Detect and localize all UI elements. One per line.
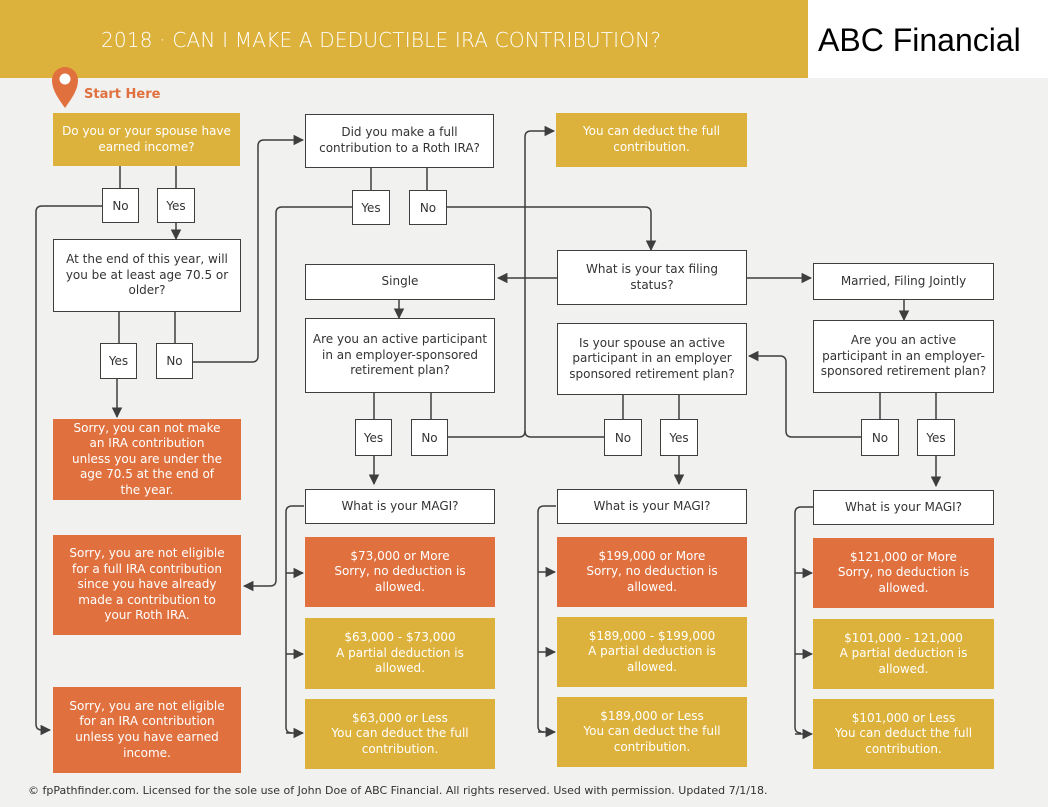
tier-range: $63,000 or Less: [352, 710, 448, 725]
header-bar: [0, 0, 808, 78]
start-label: Start Here: [84, 87, 161, 102]
earned-income-yes: Yes: [157, 188, 195, 223]
tier-range: $101,000 - 121,000: [844, 630, 963, 645]
tier-single-low: $63,000 or Less You can deduct the full …: [305, 699, 495, 769]
tier-text: A partial deduction is allowed.: [336, 645, 464, 676]
magi-question-spouse: What is your MAGI?: [557, 489, 747, 524]
single-option: Single: [305, 264, 495, 300]
brand-name: ABC Financial: [818, 22, 1021, 58]
active-participant-mfj-question: Are you an active participant in an empl…: [813, 320, 994, 393]
tier-mfj-low: $101,000 or Less You can deduct the full…: [813, 699, 994, 769]
tier-text: Sorry, no deduction is allowed.: [837, 565, 970, 595]
start-pin-icon: [52, 67, 78, 108]
tier-text: A partial deduction is allowed.: [588, 644, 716, 674]
age-ineligible-outcome: Sorry, you can not make an IRA contribut…: [53, 419, 241, 500]
tier-single-mid: $63,000 - $73,000 A partial deduction is…: [305, 618, 495, 689]
tier-range: $101,000 or Less: [851, 710, 956, 725]
tier-text: You can deduct the full contribution.: [583, 724, 721, 754]
tier-mfj-high: $121,000 or More Sorry, no deduction is …: [813, 538, 994, 608]
roth-ineligible-outcome: Sorry, you are not eligible for a full I…: [53, 535, 241, 635]
earned-income-no: No: [102, 188, 139, 223]
tier-range: $63,000 - $73,000: [344, 630, 456, 645]
married-filing-jointly-option: Married, Filing Jointly: [813, 263, 994, 300]
tier-range: $199,000 or More: [598, 548, 706, 563]
full-deduction-outcome: You can deduct the full contribution.: [556, 113, 747, 167]
spouse-active-question: Is your spouse an active participant in …: [557, 323, 747, 395]
roth-yes: Yes: [352, 190, 390, 225]
tier-text: You can deduct the full contribution.: [331, 726, 469, 756]
earned-income-ineligible-outcome: Sorry, you are not eligible for an IRA c…: [53, 687, 241, 773]
active-single-yes: Yes: [355, 419, 392, 456]
age-no: No: [156, 343, 193, 379]
roth-no: No: [409, 190, 447, 225]
magi-question-mfj: What is your MAGI?: [813, 490, 994, 525]
tier-spouse-low: $189,000 or Less You can deduct the full…: [557, 697, 747, 767]
tier-range: $189,000 - $199,000: [588, 628, 716, 643]
spouse-active-no: No: [604, 419, 642, 456]
tier-range: $189,000 or Less: [600, 708, 704, 723]
age-question: At the end of this year, will you be at …: [53, 239, 241, 312]
tier-range: $73,000 or More: [350, 548, 450, 563]
active-mfj-no: No: [861, 419, 899, 456]
tier-text: You can deduct the full contribution.: [834, 726, 973, 756]
roth-question: Did you make a full contribution to a Ro…: [305, 114, 494, 168]
tier-range: $121,000 or More: [850, 549, 957, 564]
tier-spouse-mid: $189,000 - $199,000 A partial deduction …: [557, 617, 747, 687]
tier-single-high: $73,000 or More Sorry, no deduction is a…: [305, 537, 495, 607]
active-participant-single-question: Are you an active participant in an empl…: [305, 318, 495, 393]
magi-question-single: What is your MAGI?: [305, 489, 495, 524]
tier-text: A partial deduction is allowed.: [839, 646, 968, 676]
tier-text: Sorry, no deduction is allowed.: [334, 564, 466, 594]
tier-spouse-high: $199,000 or More Sorry, no deduction is …: [557, 537, 747, 607]
brand-panel: [808, 0, 1048, 78]
earned-income-question: Do you or your spouse have earned income…: [53, 113, 240, 166]
page-title: 2018 · CAN I MAKE A DEDUCTIBLE IRA CONTR…: [101, 28, 662, 52]
filing-status-question: What is your tax filing status?: [557, 250, 747, 305]
spouse-active-yes: Yes: [660, 419, 698, 456]
age-yes: Yes: [100, 343, 137, 379]
footer-copyright: © fpPathfinder.com. Licensed for the sol…: [28, 784, 768, 797]
tier-text: Sorry, no deduction is allowed.: [586, 564, 718, 594]
active-single-no: No: [411, 419, 448, 456]
tier-mfj-mid: $101,000 - 121,000 A partial deduction i…: [813, 619, 994, 689]
active-mfj-yes: Yes: [917, 419, 955, 456]
